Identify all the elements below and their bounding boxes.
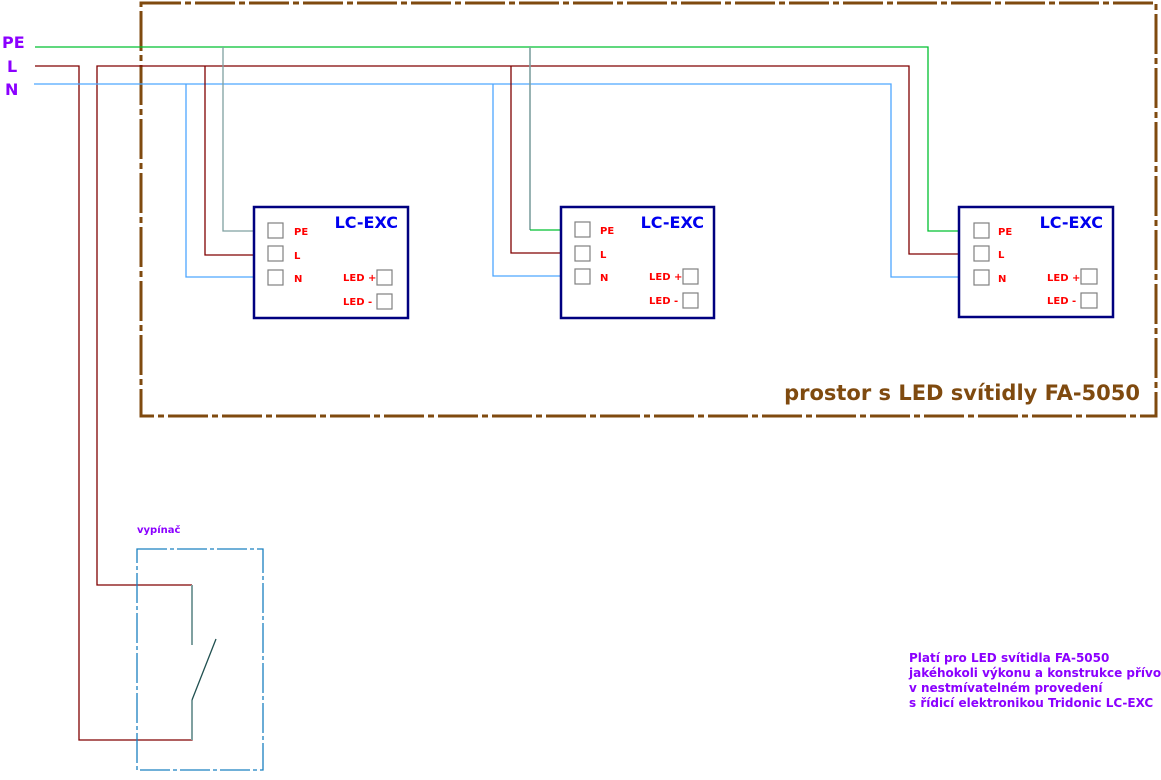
terminal-n (574, 268, 591, 285)
n-drop-2 (492, 84, 561, 277)
driver-title: LC-EXC (1040, 213, 1103, 232)
note-line: s řídicí elektronikou Tridonic LC-EXC (909, 696, 1153, 710)
terminal-l (574, 245, 591, 262)
terminal-label-pe: PE (294, 227, 308, 238)
note-line: jakéhokoli výkonu a konstrukce přívodu (908, 666, 1161, 680)
driver-title: LC-EXC (641, 213, 704, 232)
driver-title: LC-EXC (335, 213, 398, 232)
pe-bus-wire (35, 46, 959, 232)
terminal-label-led-plus: LED + (649, 272, 682, 283)
supply-label-l: L (7, 57, 17, 76)
terminal-label-n: N (294, 274, 302, 285)
driver-1: LC-EXC PE L N LED + LED - (252, 205, 410, 320)
terminal-pe (973, 222, 990, 239)
l-drop-2 (510, 66, 561, 254)
terminal-label-l: L (998, 250, 1005, 261)
terminal-led-plus (682, 268, 699, 285)
terminal-label-led-minus: LED - (649, 296, 678, 307)
terminal-label-n: N (600, 273, 608, 284)
terminal-pe (574, 221, 591, 238)
terminal-n (267, 269, 284, 286)
terminal-label-led-plus: LED + (343, 273, 376, 284)
terminal-n (973, 269, 990, 286)
terminal-label-n: N (998, 274, 1006, 285)
supply-label-n: N (5, 80, 18, 99)
l-drop-1 (204, 66, 254, 256)
terminal-label-l: L (294, 251, 301, 262)
driver-3: LC-EXC PE L N LED + LED - (957, 205, 1115, 319)
terminal-label-pe: PE (600, 226, 614, 237)
note-line: Platí pro LED svítidla FA-5050 (909, 651, 1109, 665)
l-switched-wire (96, 65, 959, 586)
terminal-pe (267, 222, 284, 239)
switch-frame (136, 548, 264, 771)
terminal-l (267, 245, 284, 262)
l-supply-wire (35, 65, 193, 741)
area-label: prostor s LED svítidly FA-5050 (784, 381, 1140, 405)
led-area-frame (139, 1, 1158, 418)
n-drop-1 (185, 84, 254, 278)
terminal-led-plus (376, 269, 393, 286)
n-bus-wire (34, 83, 959, 278)
terminal-led-plus (1080, 268, 1098, 285)
terminal-led-minus (682, 292, 699, 309)
switch-label: vypínač (137, 524, 180, 536)
terminal-led-minus (1080, 292, 1098, 309)
terminal-label-pe: PE (998, 227, 1012, 238)
terminal-label-l: L (600, 250, 607, 261)
terminal-label-led-minus: LED - (343, 297, 372, 308)
terminal-l (973, 245, 990, 262)
switch-lever (191, 638, 217, 701)
terminal-led-minus (376, 293, 393, 310)
note: Platí pro LED svítidla FA-5050 jakéhokol… (908, 651, 1161, 710)
terminal-label-led-plus: LED + (1047, 273, 1080, 284)
terminal-label-led-minus: LED - (1047, 296, 1076, 307)
pe-drop-1 (222, 47, 254, 232)
supply-label-pe: PE (2, 33, 25, 52)
driver-2: LC-EXC PE L N LED + LED - (559, 205, 716, 320)
note-line: v nestmívatelném provedení (909, 681, 1103, 695)
